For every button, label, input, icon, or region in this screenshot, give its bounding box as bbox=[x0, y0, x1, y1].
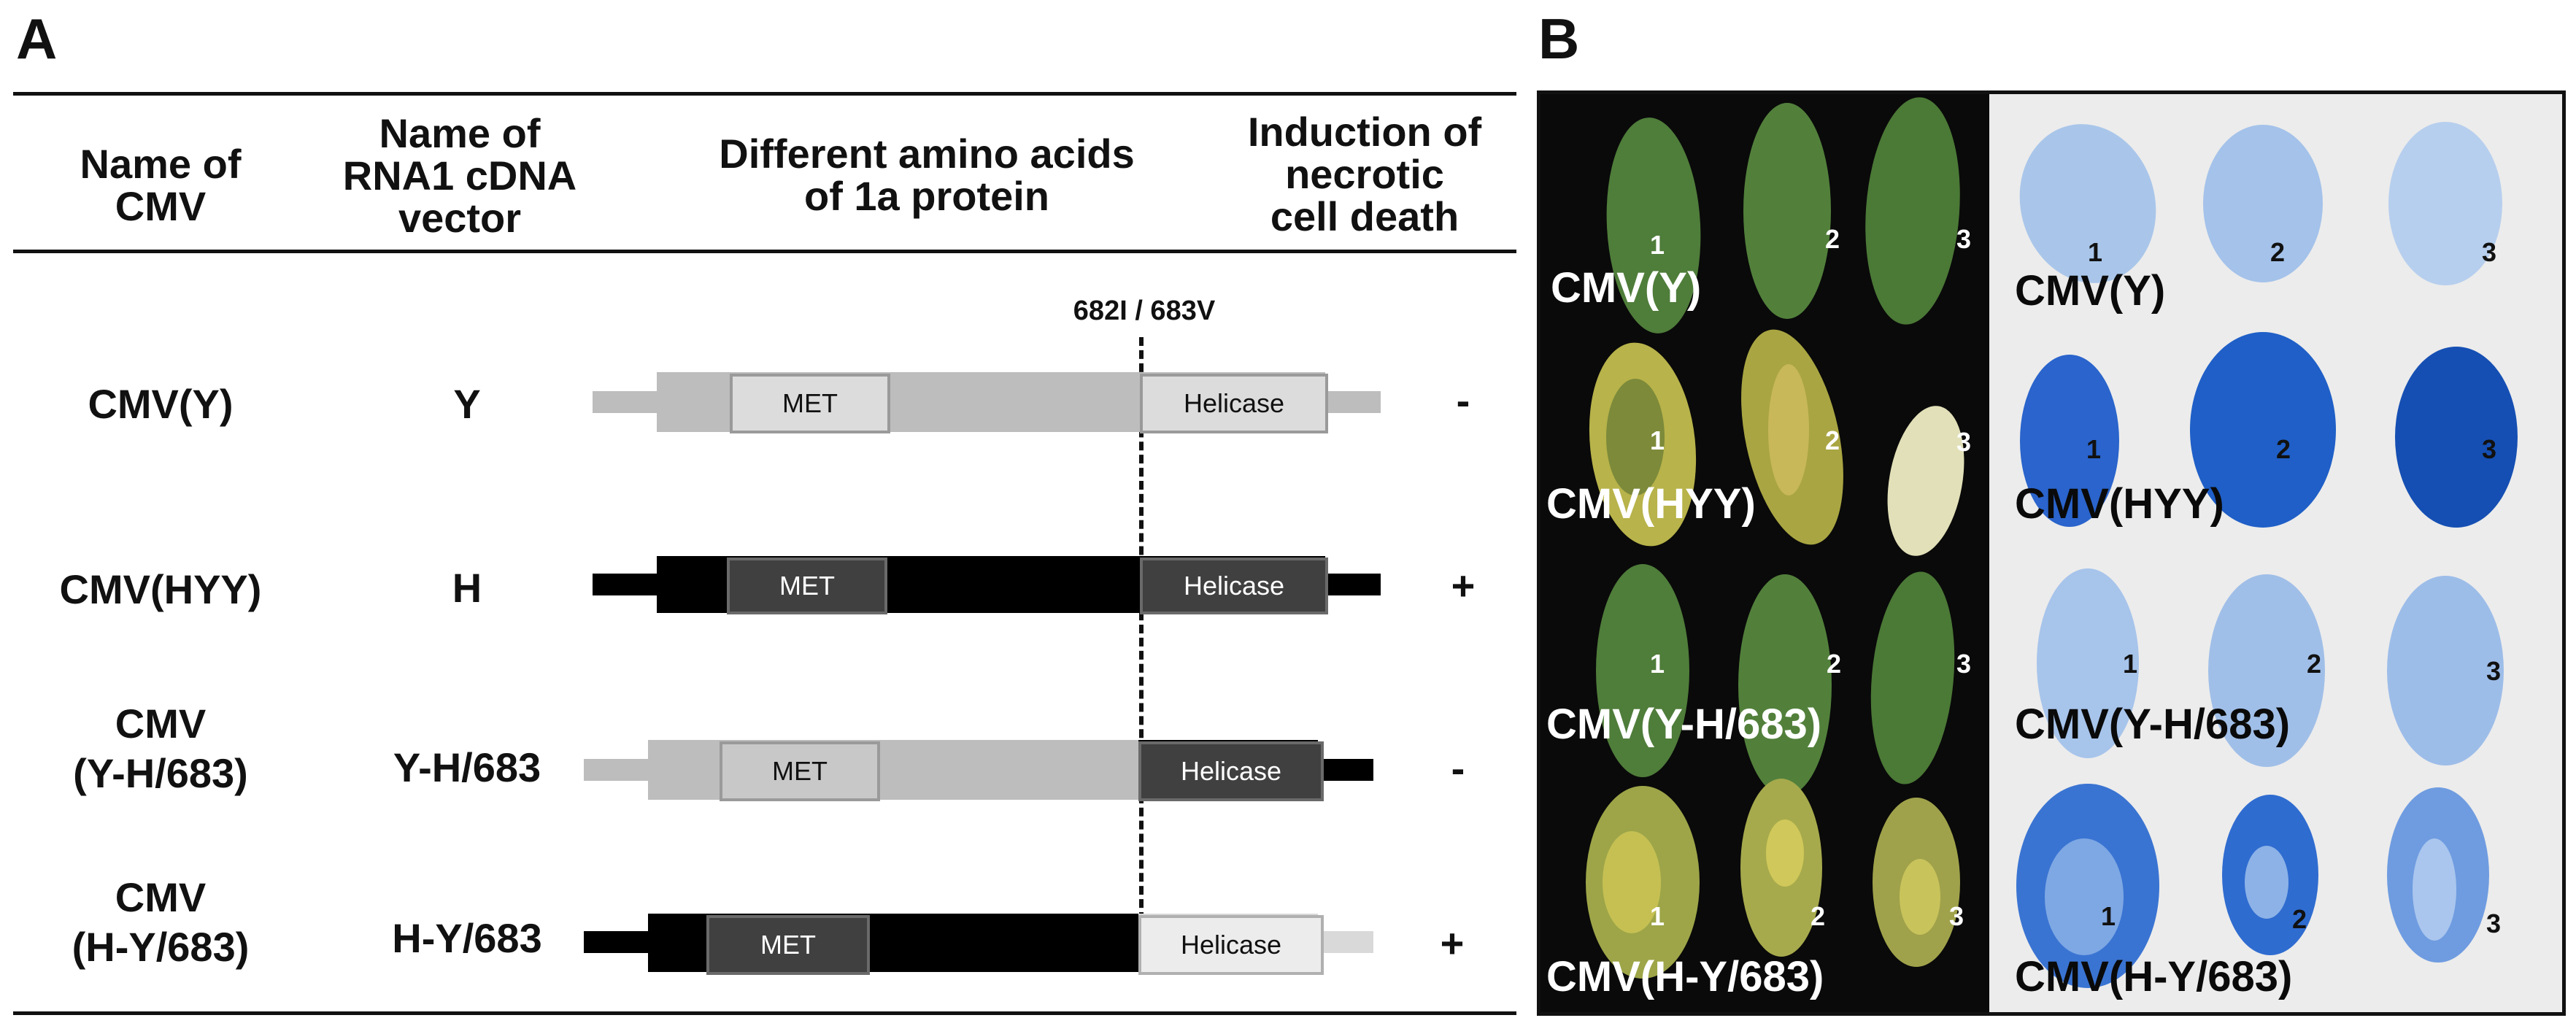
helicase-domain: Helicase bbox=[1140, 558, 1328, 614]
met-domain: MET bbox=[730, 374, 890, 433]
trypan-blue-leaves bbox=[2016, 122, 2518, 988]
leaf-number: 2 bbox=[1825, 425, 1840, 455]
row-cmv-y-vector: Y bbox=[453, 381, 481, 427]
symptom-row-label: CMV(HYY) bbox=[1546, 480, 1756, 528]
row-cmv-y-h683-name: CMV (Y-H/683) bbox=[73, 701, 248, 796]
leaf-number: 1 bbox=[1650, 649, 1665, 679]
leaf-number: 3 bbox=[2482, 237, 2497, 267]
leaf-number: 2 bbox=[2276, 434, 2291, 464]
table-bottom-rule bbox=[13, 1011, 1516, 1015]
header-amino-acids: Different amino acids of 1a protein bbox=[719, 131, 1135, 219]
staining-row-label: CMV(HYY) bbox=[2015, 480, 2224, 528]
leaf-number: 1 bbox=[1650, 425, 1665, 455]
row-cmv-h-y683-result: + bbox=[1440, 920, 1465, 966]
leaf-number: 1 bbox=[1650, 230, 1665, 260]
symptom-row-label: CMV(H-Y/683) bbox=[1546, 953, 1824, 1000]
leaf-number: 2 bbox=[1825, 224, 1840, 254]
row-cmv-y-h683-vector: Y-H/683 bbox=[393, 744, 541, 790]
helicase-domain: Helicase bbox=[1140, 374, 1328, 433]
panel-b-label: B bbox=[1538, 7, 1580, 71]
symptom-row-label: CMV(Y-H/683) bbox=[1546, 701, 1822, 748]
leaf-number: 1 bbox=[1650, 901, 1665, 931]
met-domain: MET bbox=[706, 915, 870, 975]
row-cmv-hyy-result: + bbox=[1451, 563, 1476, 609]
staining-photo-panel bbox=[1989, 94, 2562, 1012]
leaf-number: 1 bbox=[2101, 901, 2116, 931]
leaf-number: 3 bbox=[2486, 656, 2502, 686]
symptom-row-label: CMV(Y) bbox=[1551, 264, 1702, 312]
mutation-marker-label: 682I / 683V bbox=[1073, 296, 1216, 326]
leaf-number: 2 bbox=[2270, 237, 2286, 267]
leaf-number: 1 bbox=[2086, 434, 2102, 464]
helicase-domain: Helicase bbox=[1138, 741, 1324, 801]
row-cmv-y-name: CMV(Y) bbox=[88, 381, 234, 427]
leaf-photo-frame: CMV(Y) CMV(HYY) CMV(Y-H/683) CMV(H-Y/683… bbox=[1537, 90, 2566, 1016]
staining-row-label: CMV(H-Y/683) bbox=[2015, 953, 2293, 1000]
row-cmv-hyy-name: CMV(HYY) bbox=[59, 566, 262, 612]
mutation-position-line bbox=[1139, 337, 1144, 921]
leaf-number: 2 bbox=[2292, 904, 2307, 934]
leaf-number: 2 bbox=[1827, 649, 1842, 679]
row-cmv-h-y683-name: CMV (H-Y/683) bbox=[72, 874, 250, 970]
header-cmv-name: Name of CMV bbox=[80, 141, 242, 229]
symptom-leaves bbox=[1586, 97, 1964, 979]
table-header-rule bbox=[13, 250, 1516, 253]
met-domain: MET bbox=[727, 558, 887, 614]
leaf-number: 3 bbox=[1956, 224, 1972, 254]
row-cmv-hyy-vector: H bbox=[452, 565, 482, 611]
leaf-number: 2 bbox=[2307, 649, 2322, 679]
row-cmv-h-y683-vector: H-Y/683 bbox=[392, 915, 542, 961]
panel-a-label: A bbox=[16, 7, 58, 71]
row-cmv-y-result: - bbox=[1456, 377, 1470, 423]
table-top-rule bbox=[13, 92, 1516, 96]
leaf-number: 1 bbox=[2123, 649, 2138, 679]
row-cmv-y-h683-result: - bbox=[1451, 745, 1465, 791]
leaf-number: 3 bbox=[2482, 434, 2497, 464]
helicase-domain: Helicase bbox=[1138, 915, 1324, 975]
leaf-number: 2 bbox=[1810, 901, 1826, 931]
staining-row-label: CMV(Y) bbox=[2015, 267, 2166, 315]
leaf-number: 1 bbox=[2088, 237, 2103, 267]
leaf-number: 3 bbox=[1956, 427, 1972, 457]
leaf-number: 3 bbox=[2486, 909, 2502, 938]
header-necrotic-induction: Induction of necrotic cell death bbox=[1247, 109, 1482, 239]
header-vector-name: Name of RNA1 cDNA vector bbox=[342, 110, 577, 241]
staining-row-label: CMV(Y-H/683) bbox=[2015, 701, 2291, 748]
symptom-photo-panel bbox=[1540, 94, 1989, 1012]
leaf-number: 3 bbox=[1956, 649, 1972, 679]
leaf-number: 3 bbox=[1949, 901, 1964, 931]
met-domain: MET bbox=[720, 741, 880, 801]
